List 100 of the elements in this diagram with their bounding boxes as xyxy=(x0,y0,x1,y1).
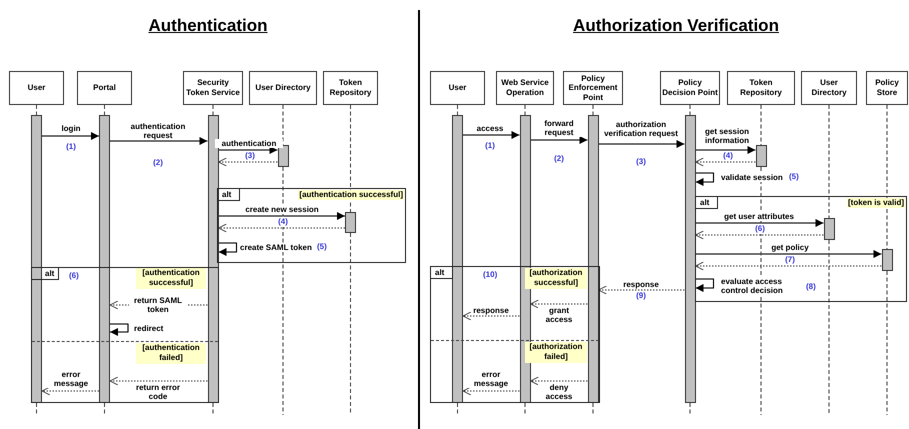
frame-operator-label: alt xyxy=(435,269,444,277)
activation-bar xyxy=(345,212,356,233)
return-arrow xyxy=(218,224,345,232)
step-number: (6) xyxy=(68,272,80,281)
participant-box: Security Token Service xyxy=(183,71,243,105)
return-arrow xyxy=(695,158,756,166)
participant-box: Portal xyxy=(77,71,132,105)
participant-box: Token Repository xyxy=(727,71,795,105)
self-message-arrow xyxy=(110,323,129,336)
message-label: authorization verification request xyxy=(603,120,679,138)
guard-condition: [authorization failed] xyxy=(525,342,587,363)
activation-bar xyxy=(684,115,696,403)
participant-box: Policy Store xyxy=(866,71,908,105)
step-number: (5) xyxy=(316,243,328,252)
message-arrow xyxy=(696,250,882,258)
activation-bar xyxy=(278,145,288,167)
lifeline xyxy=(36,104,37,116)
message-label: redirect xyxy=(133,324,164,334)
participant-box: Policy Decision Point xyxy=(660,71,720,105)
return-arrow xyxy=(695,230,824,240)
message-label: get policy xyxy=(770,243,810,252)
step-number: (10) xyxy=(482,271,498,280)
step-number: (4) xyxy=(722,152,734,161)
message-label: create SAML token xyxy=(239,243,313,252)
lifeline xyxy=(886,104,888,250)
participant-box: User xyxy=(430,71,485,105)
lifeline xyxy=(524,104,526,116)
activation-bar xyxy=(882,249,892,271)
step-number: (4) xyxy=(277,218,289,227)
lifeline xyxy=(212,402,214,416)
lifeline xyxy=(212,104,214,116)
guard-condition: [authentication successful] xyxy=(298,190,404,200)
section-title: Authentication xyxy=(148,16,268,36)
step-number: (3) xyxy=(244,152,256,161)
return-arrow xyxy=(530,376,588,386)
message-arrow xyxy=(110,137,208,145)
participant-box: User Directory xyxy=(249,71,317,105)
step-number: (9) xyxy=(635,292,647,301)
step-number: (5) xyxy=(788,173,800,182)
step-number: (1) xyxy=(484,142,496,151)
message-arrow xyxy=(42,132,99,140)
message-arrow xyxy=(530,136,588,144)
message-arrow xyxy=(218,212,345,220)
self-message-arrow xyxy=(696,278,714,292)
self-message-arrow xyxy=(696,172,714,186)
activation-bar xyxy=(520,115,530,403)
frame-operator-label: alt xyxy=(222,191,232,199)
activation-bar xyxy=(208,115,218,403)
guard-condition: [authentication successful] xyxy=(136,268,206,289)
step-number: (2) xyxy=(152,159,164,168)
activation-bar xyxy=(99,115,110,403)
activation-bar xyxy=(824,218,834,240)
activation-bar xyxy=(588,115,598,403)
guard-condition: [authentication failed] xyxy=(136,343,206,364)
message-label: get user attributes xyxy=(723,212,795,222)
return-arrow xyxy=(598,286,684,294)
message-arrow xyxy=(598,140,684,148)
message-arrow xyxy=(218,146,278,154)
activation-bar xyxy=(756,145,766,167)
step-number: (6) xyxy=(754,225,766,234)
self-message-arrow xyxy=(218,242,238,256)
return-arrow xyxy=(462,312,520,320)
return-arrow xyxy=(42,386,99,396)
section-title: Authorization Verification xyxy=(573,16,779,36)
lifeline xyxy=(760,104,762,146)
lifeline xyxy=(828,104,830,218)
message-label: response xyxy=(472,306,510,316)
return-arrow xyxy=(530,300,588,308)
lifeline xyxy=(36,402,37,416)
message-arrow xyxy=(463,131,520,139)
lifeline xyxy=(592,104,594,116)
message-label: authentication xyxy=(215,139,283,148)
step-number: (2) xyxy=(553,155,565,164)
lifeline xyxy=(457,402,458,416)
message-label: create new session xyxy=(244,205,320,214)
participant-box: Token Repository xyxy=(323,71,378,105)
frame-operator-label: alt xyxy=(45,270,54,278)
return-arrow xyxy=(110,376,208,386)
lifeline xyxy=(457,104,458,116)
activation-bar xyxy=(452,115,463,403)
frame-operator-label: alt xyxy=(700,199,710,207)
step-number: (3) xyxy=(635,158,647,167)
lifeline xyxy=(104,104,105,116)
lifeline xyxy=(282,166,284,416)
participant-box: Policy Enforcement Point xyxy=(563,71,623,105)
step-number: (8) xyxy=(805,283,817,292)
message-arrow xyxy=(696,219,824,227)
lifeline xyxy=(886,270,888,416)
guard-condition: [authorization successful] xyxy=(525,268,587,289)
participant-box: User xyxy=(9,71,64,105)
return-arrow xyxy=(695,262,882,270)
return-arrow xyxy=(462,386,520,396)
step-number: (1) xyxy=(65,143,77,152)
message-label: return SAML token xyxy=(129,296,187,314)
lifeline xyxy=(524,402,526,416)
lifeline xyxy=(760,166,762,416)
lifeline xyxy=(828,240,830,416)
step-number: (7) xyxy=(784,256,796,265)
lifeline xyxy=(592,402,594,416)
guard-condition: [token is valid] xyxy=(846,198,905,208)
